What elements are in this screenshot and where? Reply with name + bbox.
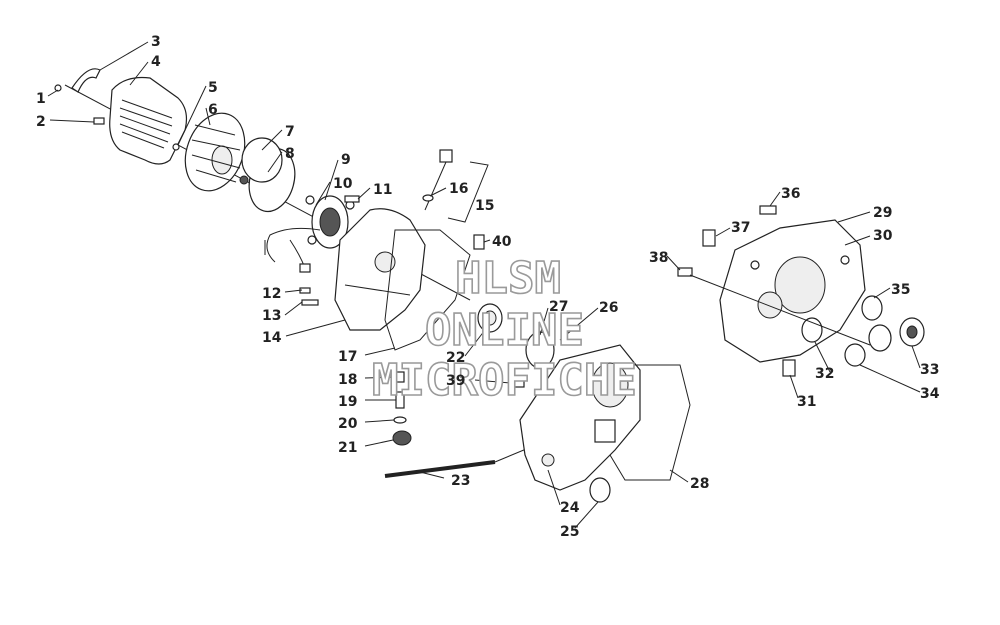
part-2-bolt bbox=[93, 117, 105, 125]
callout-3: 3 bbox=[151, 34, 161, 50]
callout-6: 6 bbox=[208, 102, 218, 118]
stator-wiring bbox=[264, 227, 321, 269]
callout-35: 35 bbox=[891, 282, 910, 298]
callout-23: 23 bbox=[451, 473, 470, 489]
callout-24: 24 bbox=[560, 500, 580, 516]
watermark-line1: HLSM bbox=[455, 253, 561, 304]
callout-20: 20 bbox=[338, 416, 358, 432]
callout-7: 7 bbox=[285, 124, 295, 140]
part-4-fan-shroud bbox=[109, 76, 188, 165]
callout-13: 13 bbox=[262, 308, 281, 324]
callout-15: 15 bbox=[475, 198, 494, 214]
callout-25: 25 bbox=[560, 524, 579, 540]
part-28-gasket bbox=[609, 364, 691, 481]
part-5-pin bbox=[172, 143, 180, 151]
part-20-washer bbox=[393, 416, 407, 424]
part-40-dowel bbox=[473, 234, 485, 250]
part-33a-bearing bbox=[868, 324, 892, 352]
part-14-magneto-cover bbox=[334, 208, 426, 331]
part-13-bolt bbox=[301, 299, 319, 306]
part-27-seal bbox=[525, 331, 555, 369]
watermark-line2: ONLINE bbox=[425, 305, 584, 356]
callout-39: 39 bbox=[446, 373, 465, 389]
callout-10: 10 bbox=[333, 176, 353, 192]
callout-22: 22 bbox=[446, 350, 465, 366]
callout-37: 37 bbox=[731, 220, 750, 236]
callout-26: 26 bbox=[599, 300, 618, 316]
part-25-bushing bbox=[589, 477, 611, 503]
wire-connector bbox=[299, 263, 311, 273]
callout-8: 8 bbox=[285, 146, 295, 162]
callout-19: 19 bbox=[338, 394, 357, 410]
callout-27: 27 bbox=[549, 299, 568, 315]
callout-38: 38 bbox=[649, 250, 668, 266]
part-26-crankcase-half bbox=[519, 344, 641, 491]
part-39-bolt bbox=[509, 379, 525, 388]
callout-29: 29 bbox=[873, 205, 892, 221]
part-38-bolt bbox=[677, 267, 693, 277]
part-23-stud bbox=[384, 460, 496, 478]
callout-12: 12 bbox=[262, 286, 281, 302]
part-35-bearing bbox=[861, 295, 883, 321]
part-29-crankcase-cover bbox=[719, 219, 866, 363]
part-37-fitting bbox=[702, 229, 716, 247]
callout-5: 5 bbox=[208, 80, 218, 96]
leader-lines bbox=[47, 41, 921, 529]
part-15-bracket bbox=[447, 161, 489, 223]
callout-18: 18 bbox=[338, 372, 357, 388]
part-31-dowel bbox=[782, 359, 796, 377]
callout-30: 30 bbox=[873, 228, 893, 244]
callout-1: 1 bbox=[36, 91, 46, 107]
watermark-line3: MICROFICHE bbox=[372, 355, 637, 406]
part-15-dipstick bbox=[422, 149, 453, 211]
callout-16: 16 bbox=[449, 181, 468, 197]
part-32-bearing bbox=[801, 317, 823, 343]
callout-40: 40 bbox=[492, 234, 512, 250]
callout-21: 21 bbox=[338, 440, 357, 456]
callout-28: 28 bbox=[690, 476, 709, 492]
part-34-bearing bbox=[844, 343, 866, 367]
part-6-cooling-fan bbox=[184, 112, 246, 192]
callout-2: 2 bbox=[36, 114, 46, 130]
part-36-bolt bbox=[759, 205, 777, 215]
callout-11: 11 bbox=[373, 182, 392, 198]
callout-32: 32 bbox=[815, 366, 834, 382]
callout-36: 36 bbox=[781, 186, 800, 202]
callout-9: 9 bbox=[341, 152, 351, 168]
part-21-plug bbox=[392, 430, 412, 446]
part-1-screw bbox=[54, 84, 62, 92]
callout-17: 17 bbox=[338, 349, 357, 365]
callout-31: 31 bbox=[797, 394, 816, 410]
callout-14: 14 bbox=[262, 330, 282, 346]
callout-33: 33 bbox=[920, 362, 939, 378]
callout-34: 34 bbox=[920, 386, 940, 402]
part-17-gasket bbox=[384, 229, 471, 351]
part-7-flywheel bbox=[239, 137, 296, 213]
callout-4: 4 bbox=[151, 54, 161, 70]
part-11-bolt bbox=[344, 195, 360, 203]
part-3-retainer bbox=[71, 68, 101, 93]
